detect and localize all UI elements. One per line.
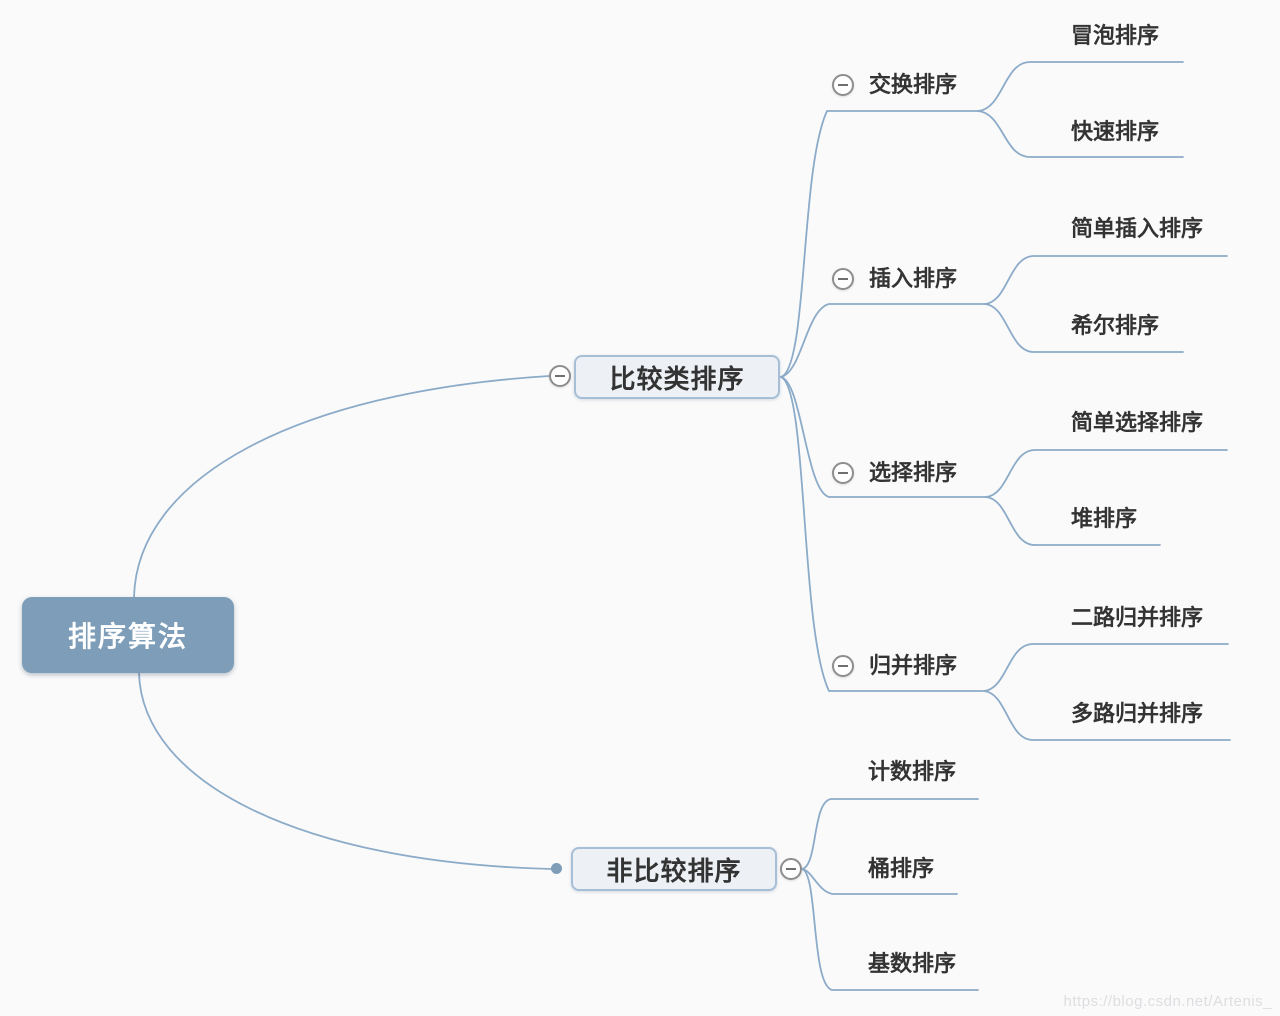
minus-icon xyxy=(838,665,848,667)
leaf-simple-insertion-sort[interactable]: 简单插入排序 xyxy=(1071,216,1204,241)
collapse-minus-icon-exchange-sort[interactable] xyxy=(832,74,854,96)
leaf-bucket-sort[interactable]: 桶排序 xyxy=(868,856,935,881)
collapse-minus-icon-comparison[interactable] xyxy=(549,365,571,387)
leaf-radix-sort[interactable]: 基数排序 xyxy=(868,951,957,976)
branch-node-non-comparison-sort[interactable]: 非比较排序 xyxy=(571,847,777,891)
minus-icon xyxy=(838,472,848,474)
leaf-quick-sort[interactable]: 快速排序 xyxy=(1071,119,1160,144)
minus-icon xyxy=(555,375,565,377)
leaf-counting-sort[interactable]: 计数排序 xyxy=(868,759,957,784)
subnode-merge-sort[interactable]: 归并排序 xyxy=(869,653,958,678)
minus-icon xyxy=(838,278,848,280)
branch-anchor-dot xyxy=(551,863,562,874)
minus-icon xyxy=(786,868,796,870)
leaf-shell-sort[interactable]: 希尔排序 xyxy=(1071,313,1160,338)
subnode-exchange-sort[interactable]: 交换排序 xyxy=(869,72,958,97)
leaf-bubble-sort[interactable]: 冒泡排序 xyxy=(1071,23,1160,48)
watermark-url: https://blog.csdn.net/Artenis_ xyxy=(1063,993,1272,1010)
collapse-minus-icon-selection-sort[interactable] xyxy=(832,462,854,484)
collapse-minus-icon-insertion-sort[interactable] xyxy=(832,268,854,290)
leaf-two-way-merge-sort[interactable]: 二路归并排序 xyxy=(1071,605,1204,630)
collapse-minus-icon-non-comparison[interactable] xyxy=(780,858,802,880)
subnode-insertion-sort[interactable]: 插入排序 xyxy=(869,266,958,291)
leaf-multi-way-merge-sort[interactable]: 多路归并排序 xyxy=(1071,701,1204,726)
root-node-sorting-algorithms[interactable]: 排序算法 xyxy=(22,597,234,673)
leaf-heap-sort[interactable]: 堆排序 xyxy=(1071,506,1138,531)
subnode-selection-sort[interactable]: 选择排序 xyxy=(869,460,958,485)
leaf-simple-selection-sort[interactable]: 简单选择排序 xyxy=(1071,410,1204,435)
collapse-minus-icon-merge-sort[interactable] xyxy=(832,655,854,677)
minus-icon xyxy=(838,84,848,86)
branch-node-comparison-sort[interactable]: 比较类排序 xyxy=(574,355,780,399)
